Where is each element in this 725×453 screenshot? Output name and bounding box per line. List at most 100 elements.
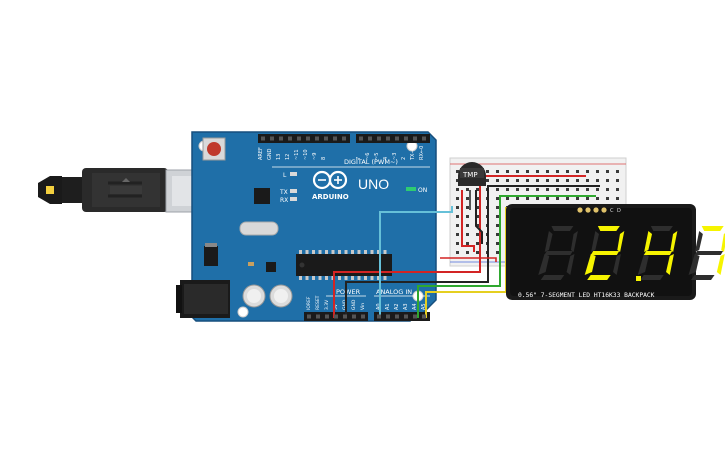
header-pin: [316, 314, 320, 319]
on-led: [406, 187, 416, 191]
breadboard-hole: [476, 188, 479, 191]
breadboard-hole: [456, 215, 459, 218]
header-pin: [413, 136, 417, 141]
header-pin: [395, 314, 399, 319]
breadboard-hole: [616, 188, 619, 191]
breadboard-hole: [576, 188, 579, 191]
led-rx-label: RX: [280, 197, 288, 204]
header-pin: [315, 136, 319, 141]
segment-f: [694, 231, 703, 252]
power-pin-label: IOREF: [306, 296, 312, 310]
breadboard-hole: [526, 197, 529, 200]
breadboard-hole: [456, 224, 459, 227]
breadboard-hole: [466, 251, 469, 254]
breadboard-hole: [476, 251, 479, 254]
crystal: [239, 221, 279, 236]
analog-pin-label: A5: [421, 303, 427, 310]
digital-pin-label: 8: [321, 157, 327, 160]
analog-label: ANALOG IN: [376, 288, 412, 296]
breadboard-hole: [606, 197, 609, 200]
breadboard-hole: [596, 179, 599, 182]
usb-symbol-icon: [122, 178, 130, 182]
breadboard-hole: [616, 179, 619, 182]
led-tx-label: TX: [279, 189, 288, 196]
breadboard-hole: [506, 197, 509, 200]
segment-a: [551, 226, 574, 231]
segment-g: [590, 251, 620, 255]
breadboard-hole: [456, 179, 459, 182]
analog-pin-label: A3: [403, 303, 409, 310]
led-tx: [290, 189, 297, 193]
digital-pin-label: 7: [356, 157, 362, 160]
brand-label: ARDUINO: [312, 193, 349, 201]
digital-pin-label: 13: [276, 154, 282, 160]
breadboard-hole: [596, 197, 599, 200]
atmega-chip: [296, 254, 392, 276]
digital-pin-label: 4: [383, 157, 389, 160]
segment-b: [670, 231, 678, 252]
breadboard-hole: [526, 179, 529, 182]
segment-e: [637, 254, 649, 275]
segment-g: [544, 251, 573, 255]
segment-d: [540, 275, 565, 280]
digital-pin-label: ~11: [294, 149, 300, 160]
header-pin: [342, 136, 346, 141]
led-rx: [290, 197, 297, 201]
display-pin-c: C: [610, 208, 614, 214]
digital-pin-label: ~3: [392, 153, 398, 160]
breadboard-hole: [576, 179, 579, 182]
breadboard-hole: [466, 206, 469, 209]
breadboard-hole: [496, 224, 499, 227]
header-pin: [361, 314, 365, 319]
digital-pin-label: ~6: [365, 153, 371, 160]
breadboard-hole: [546, 179, 549, 182]
display-caption: 0.56" 7-SEGMENT LED HT16K33 BACKPACK: [518, 292, 655, 299]
header-pin: [261, 136, 265, 141]
breadboard-hole: [546, 188, 549, 191]
digital-header-1: [258, 134, 350, 143]
segment-a: [650, 226, 673, 231]
breadboard-hole: [526, 188, 529, 191]
usb-chip: [254, 188, 270, 204]
power-pin-label: Vin: [360, 303, 366, 310]
header-pin: [279, 136, 283, 141]
breadboard-hole: [516, 197, 519, 200]
segment-d: [587, 275, 611, 280]
model-label: UNO: [358, 176, 389, 192]
segment-c: [566, 254, 575, 275]
breadboard-hole: [576, 170, 579, 173]
breadboard-hole: [606, 179, 609, 182]
analog-header: [374, 312, 430, 321]
breadboard-hole: [456, 206, 459, 209]
seven-segment-display: C D 0.56" 7-SEGMENT LED HT16K33 BACKPACK: [506, 204, 725, 300]
segment-g: [694, 251, 724, 255]
header-pin: [307, 314, 311, 319]
breadboard-hole: [616, 170, 619, 173]
wire-5v: [333, 175, 586, 318]
breadboard-hole: [596, 188, 599, 191]
header-pin: [334, 314, 338, 319]
digital-pin-label: AREF: [258, 147, 264, 160]
breadboard-hole: [566, 170, 569, 173]
breadboard-hole: [486, 170, 489, 173]
header-pin: [324, 136, 328, 141]
analog-pin-label: A1: [385, 303, 391, 310]
breadboard-hole: [456, 170, 459, 173]
digital-pin-label: ~10: [303, 149, 309, 160]
breadboard-hole: [466, 233, 469, 236]
led-l: [290, 172, 297, 176]
segment-f: [591, 231, 599, 252]
breadboard-hole: [546, 170, 549, 173]
header-pin: [377, 136, 381, 141]
power-jack: [176, 280, 230, 318]
power-pin-label: GND: [351, 299, 357, 310]
digital-header-2: [356, 134, 430, 143]
analog-pin-label: A2: [394, 303, 400, 310]
header-pin: [422, 314, 426, 319]
power-pin-label: RESET: [315, 295, 321, 310]
digital-pin-label: ~5: [374, 153, 380, 160]
digital-pin-label: 2: [401, 157, 407, 160]
breadboard-hole: [566, 197, 569, 200]
